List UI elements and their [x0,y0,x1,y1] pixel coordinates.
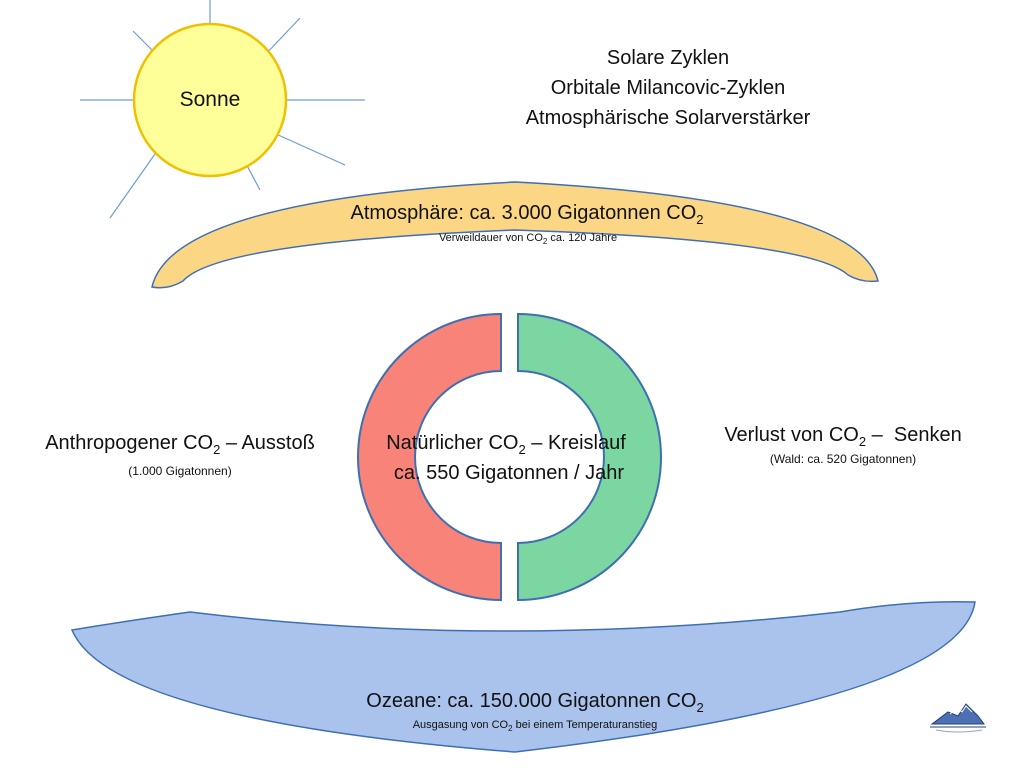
sun-ray [263,17,301,57]
mountain-logo-icon [930,703,986,733]
sun-disc [132,22,288,178]
anthropogenic-title: Anthropogener CO2 – Ausstoß [45,432,315,457]
sun-ray [275,133,346,166]
ocean-title: Ozeane: ca. 150.000 Gigatonnen CO2 [366,690,703,715]
atmosphere-note: Verweildauer von CO2 ca. 120 Jahre [439,232,617,246]
sinks-title: Verlust von CO2 – Senken [724,424,961,449]
sun-ray [109,153,156,219]
solar-factor-3: Atmosphärische Solarverstärker [526,107,811,129]
sun-rays [80,0,365,219]
atmosphere-arc [151,181,879,289]
anthropogenic-note: (1.000 Gigatonnen) [128,464,231,478]
solar-factors: Solare Zyklen Orbitale Milancovic-Zyklen… [526,47,811,129]
solar-factor-1: Solare Zyklen [607,47,729,69]
cycle-label-line1: Natürlicher CO2 – Kreislauf [386,432,626,457]
sun-label: Sonne [180,88,241,111]
ocean-note: Ausgasung von CO2 bei einem Temperaturan… [413,719,658,733]
atmosphere-title: Atmosphäre: ca. 3.000 Gigatonnen CO2 [351,202,704,227]
cycle-ring-left [357,312,502,602]
cycle-ring-right [517,312,662,602]
sun: Sonne [132,22,288,178]
ocean-arc [70,600,976,753]
cycle-label-line2: ca. 550 Gigatonnen / Jahr [394,462,624,484]
solar-factor-2: Orbitale Milancovic-Zyklen [551,77,786,99]
sinks-note: (Wald: ca. 520 Gigatonnen) [770,452,916,466]
